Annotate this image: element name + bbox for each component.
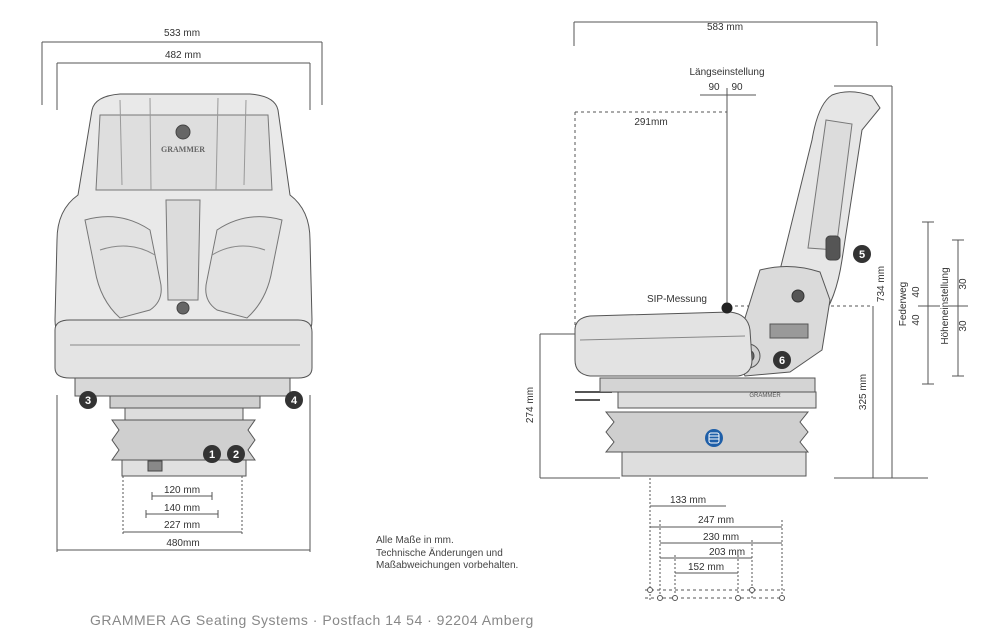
marker-4: 4 (285, 391, 303, 409)
dim-533: 533 mm (164, 28, 200, 39)
footer-text: GRAMMER AG Seating Systems · Postfach 14… (90, 612, 534, 628)
svg-text:6: 6 (779, 355, 785, 367)
dim-480: 480mm (166, 538, 199, 549)
dim-583: 583 mm (707, 22, 743, 33)
dim-482: 482 mm (165, 50, 201, 61)
dim-291: 291mm (634, 117, 667, 128)
seat-logo-text: GRAMMER (161, 145, 205, 154)
dim-247: 247 mm (698, 515, 734, 526)
front-dimension-labels: 533 mm 482 mm 120 mm 140 mm 227 mm 480mm… (161, 28, 205, 549)
marker-2: 2 (227, 445, 245, 463)
fore-aft-minus: 90 (708, 82, 720, 93)
side-dimension-labels: 583 mm Längseinstellung 90 90 291mm SIP-… (525, 22, 969, 573)
svg-text:1: 1 (209, 449, 215, 461)
fore-aft-plus: 90 (731, 82, 743, 93)
suspension-up: 40 (911, 286, 922, 298)
svg-text:3: 3 (85, 395, 91, 407)
svg-text:4: 4 (291, 395, 298, 407)
dim-227: 227 mm (164, 520, 200, 531)
base-logo-text: GRAMMER (749, 393, 781, 399)
suspension-down: 40 (911, 314, 922, 326)
dim-140: 140 mm (164, 503, 200, 514)
note-line: Maßabweichungen vorbehalten. (376, 560, 519, 571)
dim-133: 133 mm (670, 495, 706, 506)
fore-aft-label: Längseinstellung (689, 67, 764, 78)
svg-text:5: 5 (859, 249, 865, 261)
marker-3: 3 (79, 391, 97, 409)
dim-120: 120 mm (164, 485, 200, 496)
height-adj-label: Höheneinstellung (940, 267, 951, 344)
dim-734: 734 mm (876, 266, 887, 302)
dim-152: 152 mm (688, 562, 724, 573)
height-down: 30 (958, 320, 969, 332)
dim-274: 274 mm (525, 387, 536, 423)
side-view (539, 21, 968, 601)
dim-325: 325 mm (858, 374, 869, 410)
front-view (41, 41, 323, 552)
height-up: 30 (958, 278, 969, 290)
marker-1: 1 (203, 445, 221, 463)
suspension-label: Federweg (898, 282, 909, 326)
dim-203: 203 mm (709, 547, 745, 558)
air-suspension-icon (705, 429, 723, 447)
note-line: Technische Änderungen und (376, 547, 503, 559)
marker-5: 5 (853, 245, 871, 263)
svg-text:2: 2 (233, 449, 239, 461)
sip-label: SIP-Messung (647, 294, 707, 305)
note-line: Alle Maße in mm. (376, 535, 454, 546)
dim-230: 230 mm (703, 532, 739, 543)
notes: Alle Maße in mm. Technische Änderungen u… (376, 535, 518, 573)
marker-6: 6 (773, 351, 791, 369)
